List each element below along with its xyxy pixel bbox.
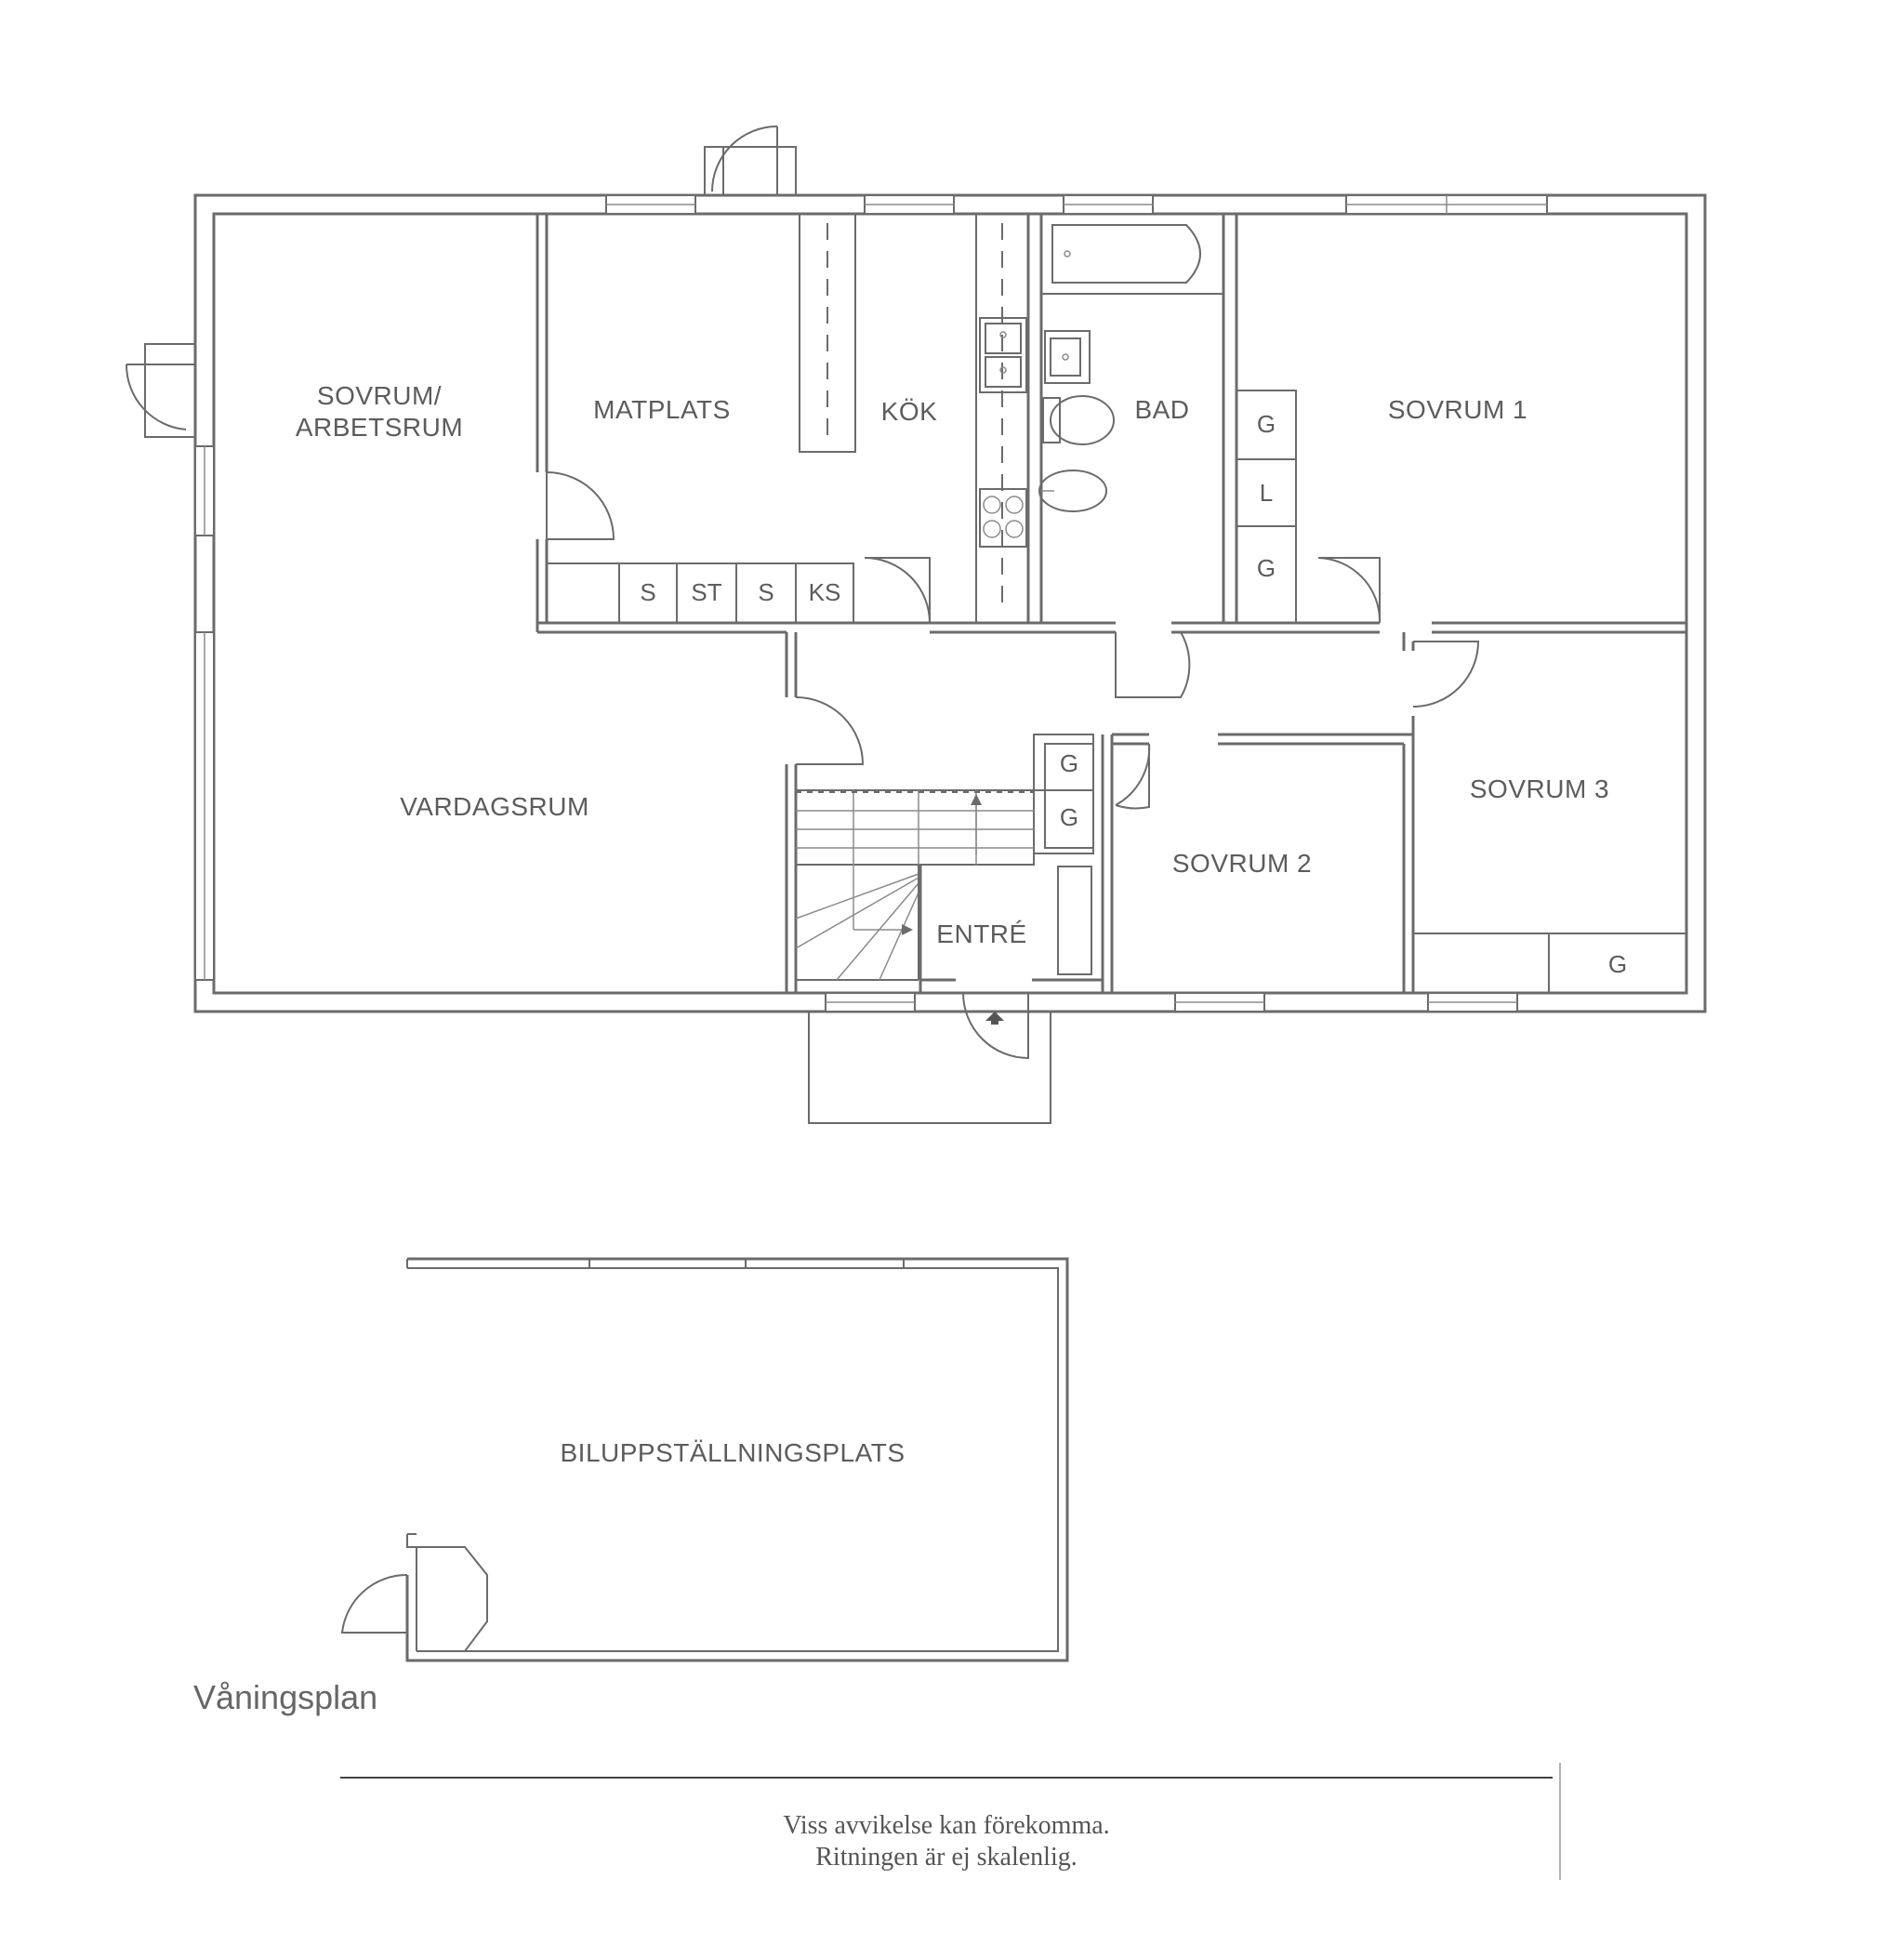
kitchen: S ST S KS xyxy=(546,213,1029,624)
entry-porch xyxy=(808,992,1051,1124)
room-label-matplats: MATPLATS xyxy=(593,395,731,424)
disclaimer-line1: Viss avvikelse kan förekomma. xyxy=(783,1811,1109,1840)
cabinet-label-ks: KS xyxy=(809,578,841,606)
sovrum3-closet-label: G xyxy=(1608,950,1627,978)
cabinet-label-st: ST xyxy=(691,578,721,606)
room-label-bad: BAD xyxy=(1134,395,1189,424)
hall-closet-label-g2: G xyxy=(1060,803,1078,831)
sovrum1-closets: G L G xyxy=(1236,390,1297,624)
left-exterior-door xyxy=(125,343,196,438)
windows xyxy=(194,194,1548,1012)
plan-caption: Våningsplan xyxy=(193,1678,377,1716)
room-label-sovrum3: SOVRUM 3 xyxy=(1470,774,1609,803)
bathroom xyxy=(1038,213,1224,512)
room-label-sovrum-arbetsrum-1: SOVRUM/ xyxy=(317,381,442,410)
room-label-biluppstallningsplats: BILUPPSTÄLLNINGSPLATS xyxy=(561,1438,906,1467)
cabinet-label-s2: S xyxy=(758,578,774,606)
entry-arrow-icon xyxy=(985,1012,1004,1025)
stairs xyxy=(795,789,1035,981)
room-labels: SOVRUM/ ARBETSRUM MATPLATS KÖK BAD SOVRU… xyxy=(296,381,1609,1467)
closet-label-l: L xyxy=(1260,479,1273,507)
room-label-vardagsrum: VARDAGSRUM xyxy=(400,792,589,821)
cabinet-label-s1: S xyxy=(640,578,655,606)
carport xyxy=(340,1257,1069,1662)
hall-closet-label-g1: G xyxy=(1060,749,1078,777)
top-exterior-door xyxy=(704,126,797,196)
room-label-sovrum-arbetsrum-2: ARBETSRUM xyxy=(296,413,463,442)
entry-cabinet xyxy=(1057,866,1092,975)
room-label-sovrum2: SOVRUM 2 xyxy=(1172,849,1312,878)
disclaimer-line2: Ritningen är ej skalenlig. xyxy=(815,1843,1078,1872)
sovrum3-closet: G xyxy=(1412,933,1687,994)
footer-note: Viss avvikelse kan förekomma. Ritningen … xyxy=(340,1763,1561,1880)
closet-label-g1: G xyxy=(1257,410,1276,438)
hall-closets: G G xyxy=(1033,734,1094,855)
room-label-entre: ENTRÉ xyxy=(936,919,1026,948)
room-label-sovrum1: SOVRUM 1 xyxy=(1388,395,1527,424)
closet-label-g2: G xyxy=(1257,554,1276,582)
outer-walls xyxy=(193,193,1707,1013)
interior-doors xyxy=(795,557,1480,810)
room-label-kok: KÖK xyxy=(881,397,938,426)
